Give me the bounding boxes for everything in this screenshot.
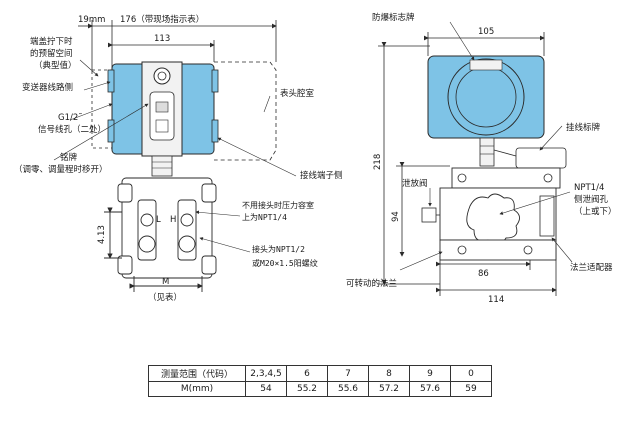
housing-cap [447, 58, 525, 136]
flange-bottom-block [439, 239, 557, 261]
table-header-label: 测量范围（代码） [148, 365, 246, 382]
dim-overall: 176（带现场指示表） [120, 14, 204, 25]
callout-pressure-port-2: 上为NPT1/4 [242, 212, 287, 222]
callout-nameplate-2: （调零、调量程时移开） [14, 164, 108, 175]
callout-vent-valve: 泄放阀 [402, 178, 428, 189]
dim-lower: 94 [391, 211, 401, 222]
flange-adapter [539, 195, 555, 237]
hanging-tag [515, 147, 567, 169]
table-cell-code: 6 [286, 365, 328, 382]
label-M: M [162, 277, 169, 287]
dim-86: 86 [478, 269, 489, 279]
dim-housing: 113 [154, 34, 170, 44]
explosion-proof-plate [469, 59, 503, 71]
callout-flange-adapter: 法兰适配器 [570, 262, 613, 273]
callout-side-vent-2: 侧泄阀孔 [574, 194, 609, 205]
callout-side-vent-3: （上或下） [574, 206, 617, 217]
label-M-note: （见表） [148, 292, 182, 303]
measurement-range-table: 测量范围（代码） 2,3,4,5 6 7 8 9 0 M(mm) 54 55.2… [148, 365, 492, 397]
table-cell-value: 59 [450, 381, 492, 397]
conduit-port-icon [153, 67, 171, 85]
callout-pressure-port-1: 不用接头时压力容室 [242, 200, 314, 210]
dim-cap-offset: 19mm [78, 15, 105, 25]
dim-top: 105 [478, 27, 494, 37]
table-cell-value: 57.6 [409, 381, 451, 397]
callout-explosion-plate: 防爆标志牌 [372, 12, 415, 23]
dim-114: 114 [488, 295, 504, 305]
bolt-head [201, 183, 217, 203]
label-L: L [156, 215, 161, 225]
meter-cavity-outline [214, 61, 277, 161]
callout-conduit-1: G1/2˜ [58, 113, 83, 123]
table-row: 测量范围（代码） 2,3,4,5 6 7 8 9 0 [148, 365, 492, 382]
nameplate [149, 91, 175, 141]
side-vent-port [466, 193, 520, 244]
bolt-head [117, 183, 133, 203]
callout-fitting-2: 或M20×1.5阳螺纹 [252, 258, 318, 268]
left-housing [107, 61, 219, 177]
callout-rotatable-flange: 可转动的法兰 [346, 278, 397, 289]
cap-clearance-outline [91, 69, 113, 149]
table-cell-code: 9 [409, 365, 451, 382]
callout-cap-clearance-2: 的预留空间 [30, 48, 73, 59]
table-cell-code: 0 [450, 365, 492, 382]
terminal-block [211, 119, 219, 143]
callout-conduit-2: 信号线孔（二处） [38, 124, 106, 135]
neck-side [479, 137, 495, 167]
bolt-head [201, 255, 217, 275]
process-flange [121, 177, 213, 279]
table-row-label: M(mm) [148, 381, 246, 397]
cap-thread-left [107, 119, 115, 143]
callout-cap-clearance-1: 端盖拧下时 [30, 36, 73, 47]
callout-side-vent-1: NPT1/4 [574, 183, 604, 193]
left-view [78, 20, 277, 161]
right-view [378, 21, 573, 296]
left-leaders [53, 59, 297, 253]
table-cell-code: 7 [327, 365, 369, 382]
callout-wiring-side: 变送器线路侧 [22, 82, 73, 93]
label-H: H [170, 215, 176, 225]
cap-thread-left [107, 69, 115, 93]
bolt-head [117, 255, 133, 275]
callout-terminal-side: 接线端子侧 [300, 170, 343, 181]
table-cell-value: 55.6 [327, 381, 369, 397]
callout-tag: 挂线标牌 [566, 122, 601, 133]
callout-meter-cavity: 表头腔室 [280, 88, 315, 99]
dim-flange-gap: 4.13 [97, 225, 107, 244]
callout-cap-clearance-3: （典型值） [34, 60, 77, 71]
dim-height: 218 [373, 154, 383, 170]
cap-thread-right [211, 69, 219, 93]
table-cell-value: 54 [245, 381, 287, 397]
table-row: M(mm) 54 55.2 55.6 57.2 57.6 59 [148, 381, 492, 397]
table-cell-value: 57.2 [368, 381, 410, 397]
vent-valve [421, 207, 437, 223]
left-flange-assembly [104, 177, 217, 292]
table-cell-code: 2,3,4,5 [245, 365, 287, 382]
callout-fitting-1: 接头为NPT1/2 [252, 244, 305, 254]
table-cell-value: 55.2 [286, 381, 328, 397]
callout-nameplate-1: 铭牌 [60, 152, 78, 163]
neck [151, 155, 173, 177]
table-cell-code: 8 [368, 365, 410, 382]
